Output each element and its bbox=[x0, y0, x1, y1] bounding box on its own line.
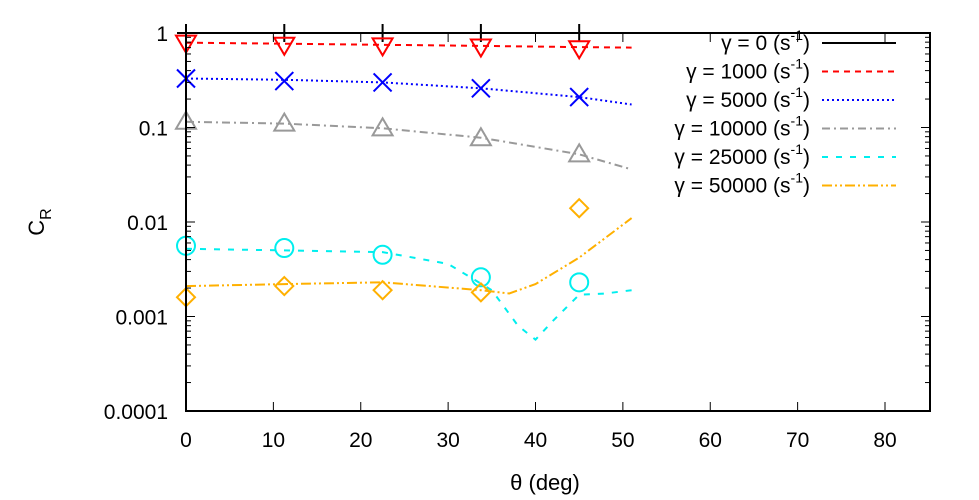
legend-label: γ = 1000 (s-1) bbox=[686, 56, 810, 84]
x-tick-label: 50 bbox=[611, 429, 634, 452]
cross-marker-icon bbox=[569, 87, 589, 107]
y-tick-label: 0.01 bbox=[127, 212, 168, 235]
y-axis-label-sub: R bbox=[38, 208, 55, 220]
x-tick-label: 80 bbox=[873, 429, 896, 452]
y-axis-label-main: C bbox=[24, 220, 49, 236]
triangle-up-marker-icon bbox=[567, 142, 591, 163]
circle-marker-icon bbox=[372, 244, 393, 265]
x-tick-label: 0 bbox=[180, 429, 192, 452]
cross-marker-icon bbox=[274, 71, 295, 91]
legend-label: γ = 10000 (s-1) bbox=[674, 113, 810, 141]
series-line bbox=[185, 77, 632, 106]
circle-marker-icon bbox=[569, 272, 590, 293]
y-tick-label: 0.001 bbox=[115, 307, 168, 330]
y-axis-label: CR bbox=[24, 208, 55, 235]
x-axis-label: θ (deg) bbox=[510, 470, 580, 495]
triangle-up-marker-icon bbox=[469, 126, 493, 147]
y-tick-label: 1 bbox=[156, 23, 168, 46]
diamond-marker-icon bbox=[273, 275, 295, 297]
x-tick-label: 20 bbox=[349, 429, 372, 452]
axis-ticks bbox=[185, 32, 930, 412]
series-line bbox=[185, 41, 632, 49]
circle-marker-icon bbox=[274, 238, 295, 259]
triangle-up-marker-icon bbox=[370, 116, 395, 137]
triangle-up-marker-icon bbox=[272, 111, 297, 132]
series-line bbox=[185, 120, 632, 171]
x-tick-label: 60 bbox=[699, 429, 722, 452]
legend-label: γ = 25000 (s-1) bbox=[674, 141, 810, 169]
diamond-marker-icon bbox=[372, 279, 394, 301]
circle-marker-icon bbox=[470, 267, 491, 288]
series-3 bbox=[174, 109, 632, 171]
series-line bbox=[185, 247, 632, 341]
legend-label: γ = 0 (s-1) bbox=[721, 27, 810, 55]
triangle-down-marker-icon bbox=[469, 38, 493, 59]
cross-marker-icon bbox=[471, 78, 491, 98]
legend-label: γ = 5000 (s-1) bbox=[686, 84, 810, 112]
x-tick-label: 30 bbox=[436, 429, 459, 452]
x-tick-label: 10 bbox=[262, 429, 285, 452]
series-1 bbox=[174, 34, 632, 61]
triangle-down-marker-icon bbox=[370, 37, 395, 58]
legend: γ = 0 (s-1)γ = 1000 (s-1)γ = 5000 (s-1)γ… bbox=[674, 27, 896, 198]
series-4 bbox=[176, 235, 632, 341]
x-tick-label: 70 bbox=[786, 429, 809, 452]
x-tick-label: 40 bbox=[524, 429, 547, 452]
series-line bbox=[185, 217, 633, 295]
y-tick-label: 0.0001 bbox=[104, 401, 168, 424]
series-5 bbox=[175, 197, 633, 308]
plot-frame bbox=[185, 32, 931, 412]
axis-tick-labels: 0 10 20 30 40 50 60 70 80 1 0.1 0.01 0.001 0.0001 bbox=[104, 23, 897, 452]
y-tick-label: 0.1 bbox=[139, 118, 168, 141]
series-2 bbox=[176, 68, 632, 107]
svg-text:CR: CR bbox=[24, 208, 55, 235]
triangle-down-marker-icon bbox=[272, 36, 297, 57]
diamond-marker-icon bbox=[470, 281, 492, 303]
diamond-marker-icon bbox=[568, 197, 590, 219]
legend-label: γ = 50000 (s-1) bbox=[674, 170, 810, 198]
triangle-down-marker-icon bbox=[567, 40, 591, 61]
plot-series bbox=[174, 24, 633, 341]
cross-marker-icon bbox=[372, 72, 393, 93]
